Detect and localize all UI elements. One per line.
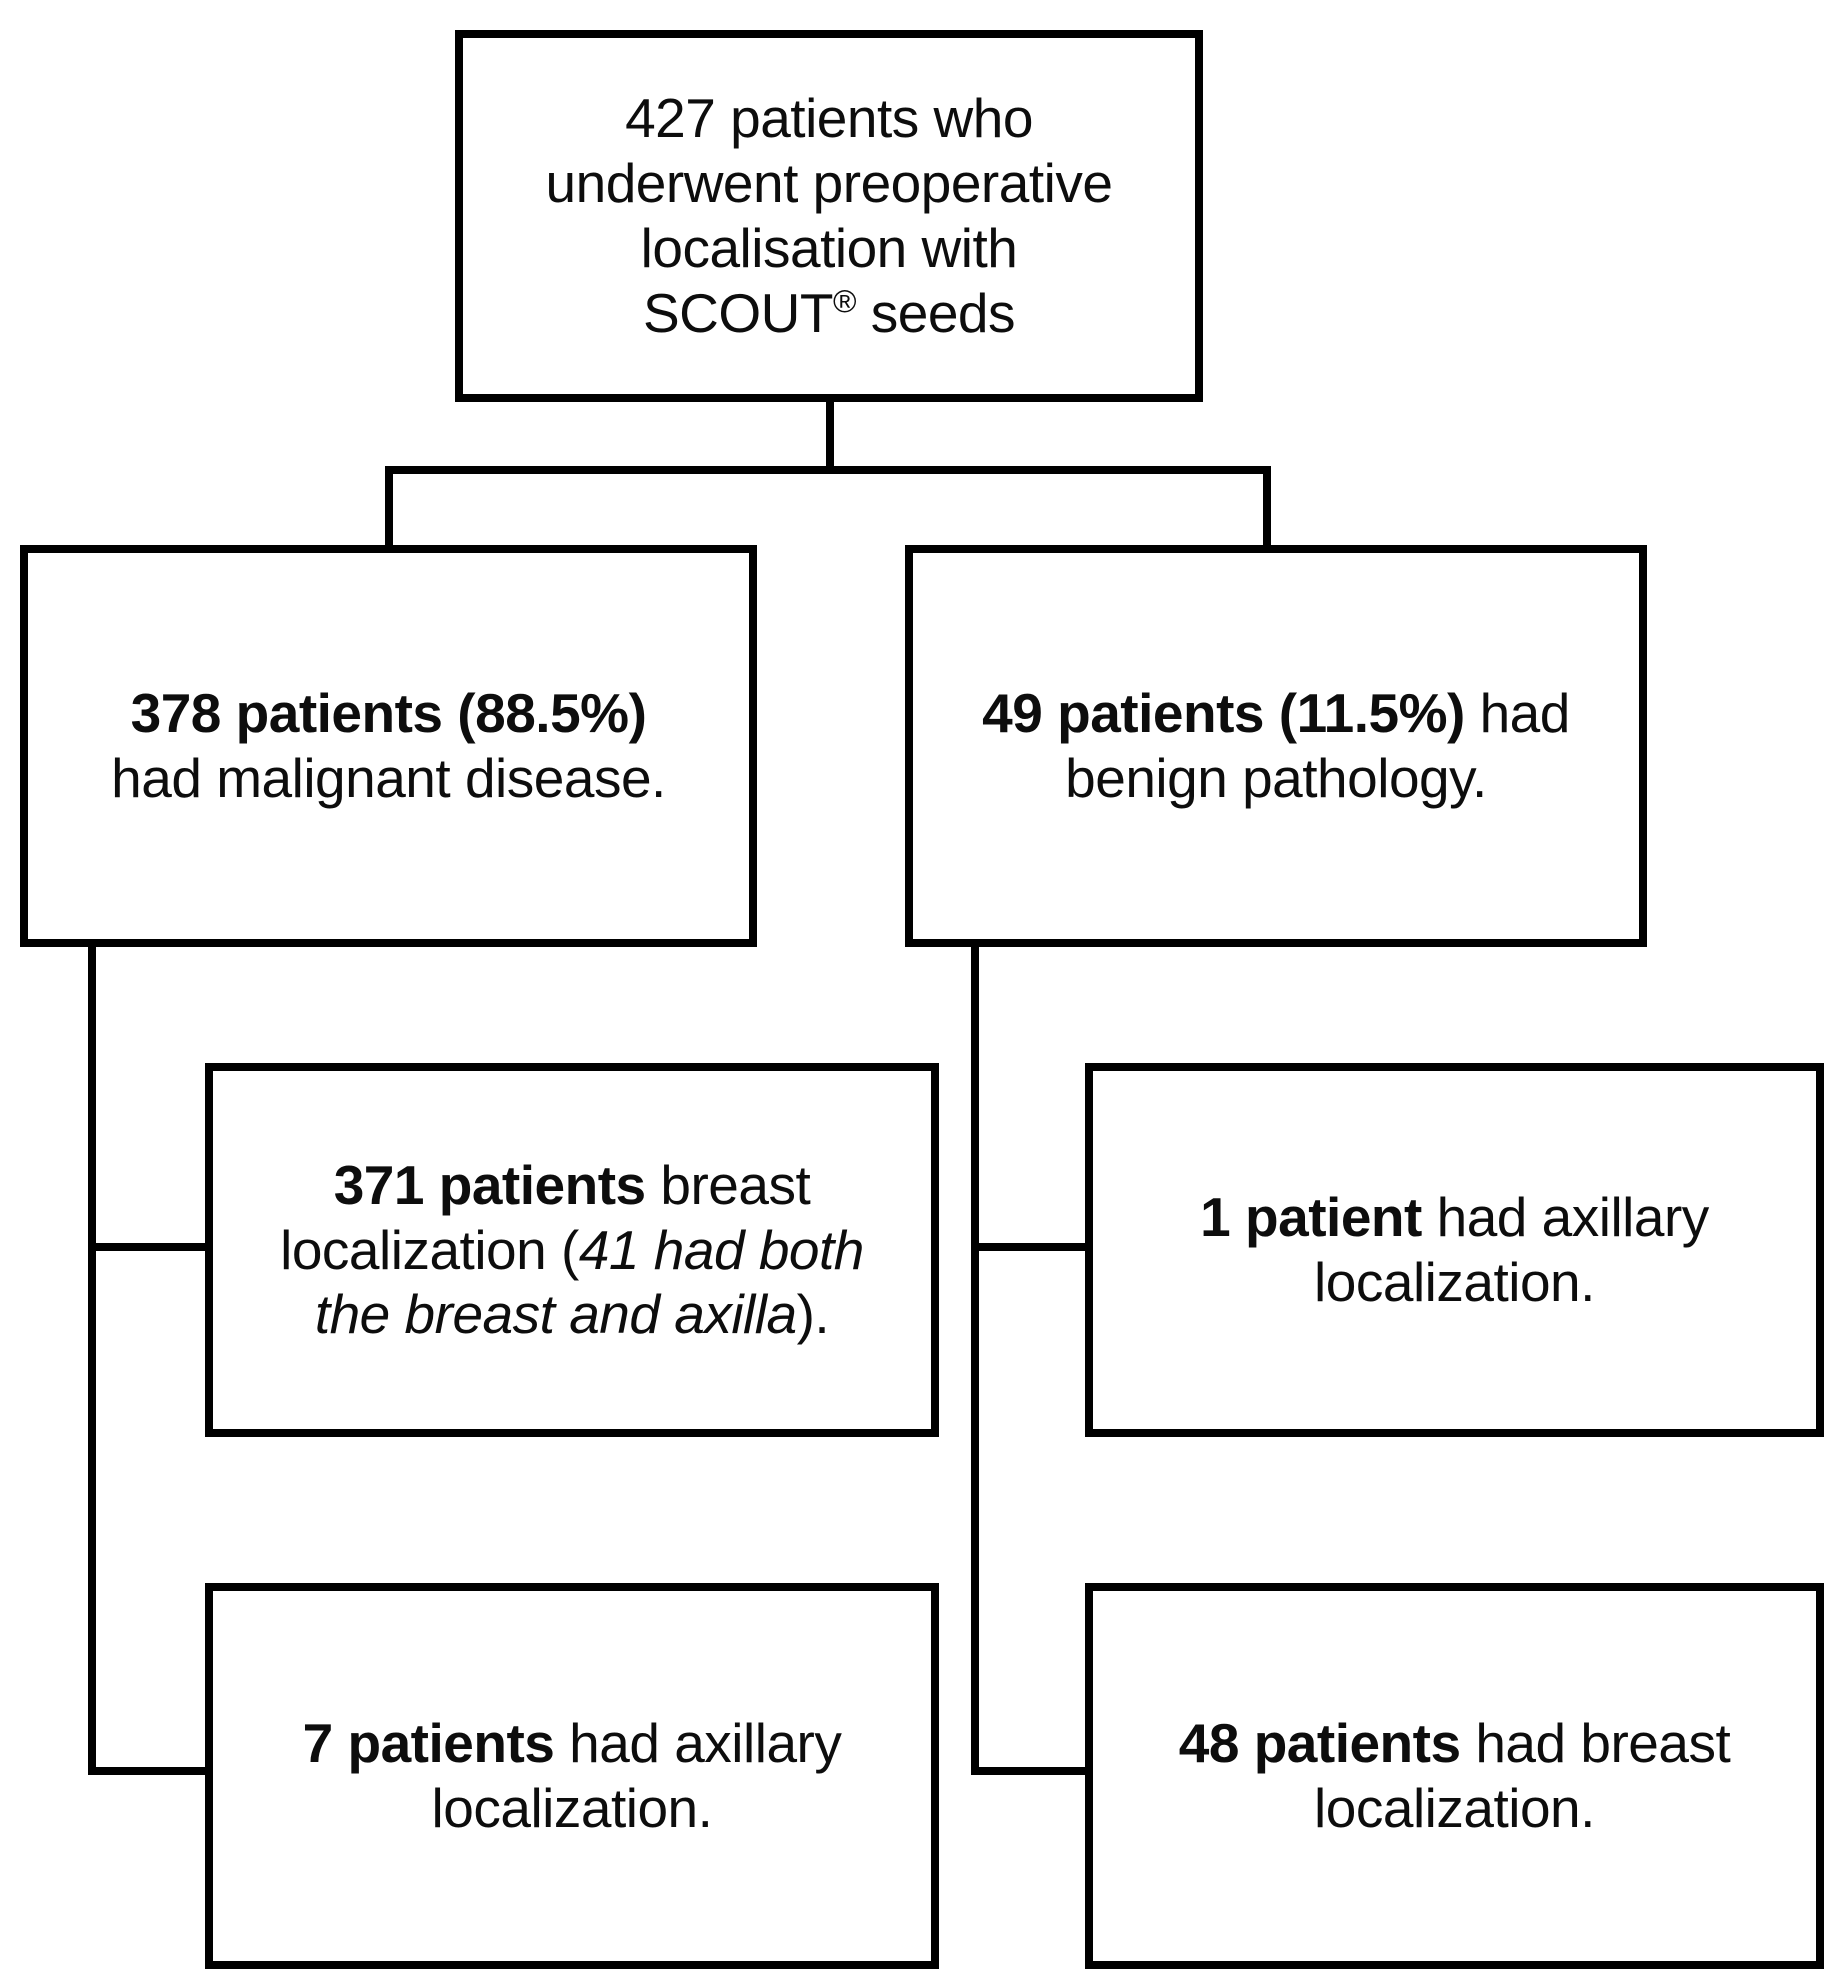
malignant-line2: had malignant disease. <box>111 747 666 809</box>
malignant-axillary-count: 7 patients <box>302 1712 555 1775</box>
node-malignant-disease: 378 patients (88.5%) had malignant disea… <box>20 545 757 947</box>
benign-line1-rest: had <box>1464 682 1571 745</box>
connector-root-stem <box>826 400 834 472</box>
node-total-patients: 427 patients who underwent preoperative … <box>455 30 1203 402</box>
malignant-breast-line2-italic: 41 had both <box>578 1218 865 1281</box>
malignant-breast-line3-regular: ). <box>796 1283 830 1346</box>
benign-breast-line1: 48 patients had breast <box>1093 1711 1816 1776</box>
benign-count: 49 patients (11.5%) <box>982 682 1465 745</box>
total-line3: localisation with <box>640 217 1018 279</box>
benign-line1: 49 patients (11.5%) had <box>913 681 1639 746</box>
scout-brand-rest: seeds <box>855 281 1016 344</box>
scout-brand: SCOUT <box>642 281 834 344</box>
benign-axillary-line1-rest: had axillary <box>1421 1186 1710 1249</box>
connector-right-vertical <box>971 945 979 1775</box>
node-malignant-breast-text: 371 patients breast localization (41 had… <box>213 1153 931 1348</box>
node-malignant-axillary-localization: 7 patients had axillary localization. <box>205 1583 939 1969</box>
registered-trademark-icon: ® <box>832 283 857 320</box>
malignant-breast-line1: 371 patients breast <box>213 1153 931 1218</box>
connector-drop-benign <box>1263 466 1271 547</box>
node-benign-axillary-text: 1 patient had axillary localization. <box>1093 1185 1816 1315</box>
connector-stub-malignant-breast <box>88 1243 205 1251</box>
node-malignant-breast-localization: 371 patients breast localization (41 had… <box>205 1063 939 1437</box>
connector-stub-malignant-axillary <box>88 1767 205 1775</box>
total-line1: 427 patients who <box>625 87 1033 150</box>
malignant-axillary-line2: localization. <box>431 1777 713 1839</box>
malignant-breast-line1-rest: breast <box>645 1153 811 1216</box>
connector-drop-malignant <box>385 466 393 547</box>
malignant-breast-line2-regular: localization ( <box>280 1218 579 1281</box>
node-benign-axillary-localization: 1 patient had axillary localization. <box>1085 1063 1824 1437</box>
total-line2: underwent preoperative <box>545 152 1113 215</box>
benign-axillary-count: 1 patient <box>1200 1186 1422 1249</box>
benign-axillary-line2: localization. <box>1314 1251 1595 1313</box>
connector-branch-line <box>385 466 1271 474</box>
node-benign-pathology: 49 patients (11.5%) had benign pathology… <box>905 545 1647 947</box>
connector-left-vertical <box>88 945 96 1775</box>
node-malignant-axillary-text: 7 patients had axillary localization. <box>213 1711 931 1841</box>
malignant-count: 378 patients (88.5%) <box>130 682 647 745</box>
malignant-axillary-line1-rest: had axillary <box>554 1712 842 1775</box>
node-benign-pathology-text: 49 patients (11.5%) had benign pathology… <box>913 681 1639 811</box>
node-benign-breast-localization: 48 patients had breast localization. <box>1085 1583 1824 1969</box>
malignant-breast-count: 371 patients <box>333 1153 646 1216</box>
node-benign-breast-text: 48 patients had breast localization. <box>1093 1711 1816 1841</box>
node-total-patients-text: 427 patients who underwent preoperative … <box>463 86 1195 346</box>
benign-breast-line2: localization. <box>1314 1777 1595 1839</box>
total-line4: SCOUT® seeds <box>463 281 1195 346</box>
benign-breast-count: 48 patients <box>1178 1712 1461 1775</box>
malignant-breast-line3-italic: the breast and axilla <box>314 1283 797 1346</box>
connector-stub-benign-breast <box>971 1767 1085 1775</box>
benign-line2: benign pathology. <box>1065 747 1487 809</box>
benign-axillary-line1: 1 patient had axillary <box>1093 1185 1816 1250</box>
connector-stub-benign-axillary <box>971 1243 1085 1251</box>
malignant-line1: 378 patients (88.5%) <box>28 681 749 746</box>
malignant-axillary-line1: 7 patients had axillary <box>213 1711 931 1776</box>
malignant-breast-line2: localization (41 had both <box>213 1218 931 1283</box>
malignant-breast-line3: the breast and axilla). <box>213 1282 931 1347</box>
benign-breast-line1-rest: had breast <box>1460 1712 1731 1775</box>
node-malignant-disease-text: 378 patients (88.5%) had malignant disea… <box>28 681 749 811</box>
